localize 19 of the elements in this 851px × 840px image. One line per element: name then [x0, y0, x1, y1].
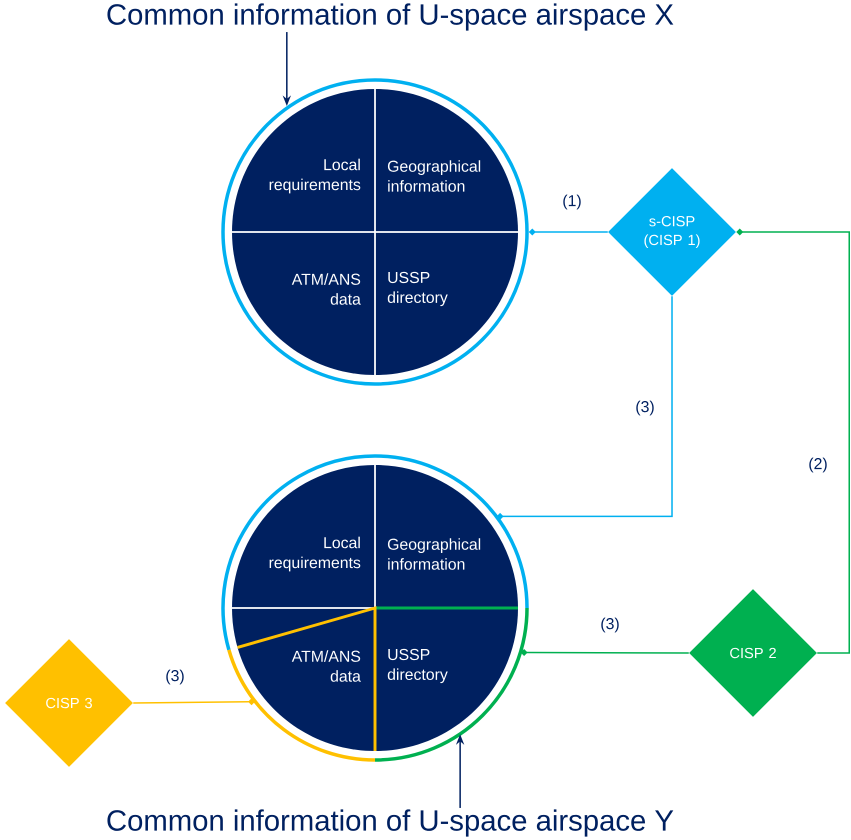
quadrant-label: USSP directory — [388, 272, 448, 306]
quadrant-label: Local requirements — [270, 158, 360, 194]
quadrant-label: ATM/ANS data — [292, 650, 361, 682]
quadrant-label: Geographical information — [388, 538, 480, 570]
connector — [496, 296, 673, 520]
quadrant-label: USSP directory — [388, 648, 448, 684]
pie-circle — [221, 78, 529, 386]
connector — [520, 649, 689, 656]
edge-label: (3) — [164, 668, 186, 686]
edge-label: (3) — [634, 399, 656, 417]
edge-label: (3) — [599, 616, 621, 634]
quadrant-label: Local requirements — [270, 536, 360, 572]
quadrant-label: Geographical information — [388, 160, 480, 192]
quadrant-label: ATM/ANS data — [292, 273, 361, 305]
heading: Common information of U-space airspace X — [107, 3, 674, 31]
pie-circle — [221, 454, 529, 762]
heading: Common information of U-space airspace Y — [107, 809, 674, 837]
edge-label: (1) — [561, 193, 583, 211]
edge-label: (2) — [807, 456, 829, 474]
